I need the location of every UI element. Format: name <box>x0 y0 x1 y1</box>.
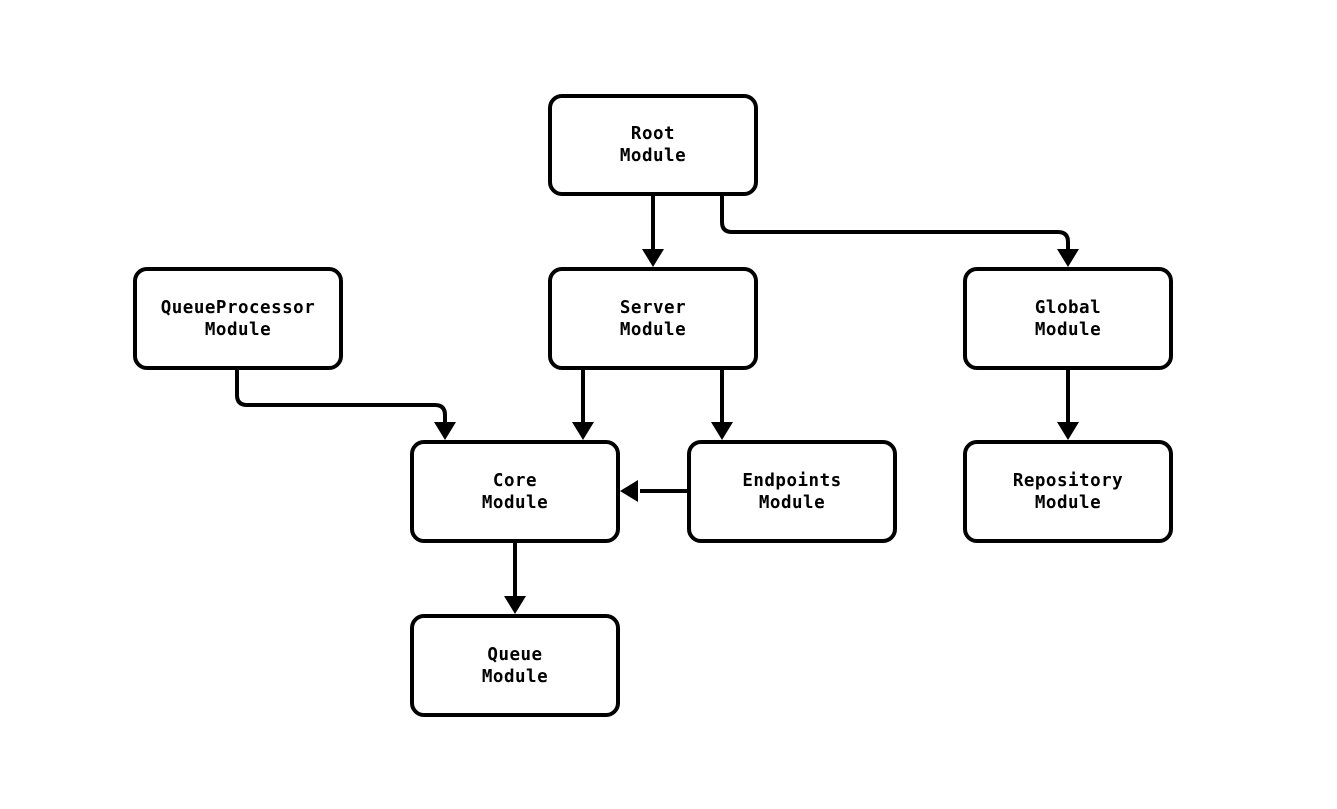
node-label-primary: Server <box>619 297 687 318</box>
arrowhead-icon <box>711 422 733 440</box>
arrowhead-icon <box>620 480 638 502</box>
edges-group <box>235 196 1079 614</box>
node-label-secondary: Module <box>481 666 549 687</box>
node-label-primary: QueueProcessor <box>160 297 316 318</box>
edge-server-core <box>572 370 594 440</box>
node-label-secondary: Module <box>619 146 687 166</box>
node-label-secondary: Module <box>758 492 826 513</box>
arrowhead-icon <box>1057 422 1079 440</box>
arrowhead-icon <box>504 596 526 614</box>
node-label-secondary: Module <box>619 319 687 340</box>
edge-queueprocessor-core <box>235 370 456 440</box>
edge-line <box>720 196 1070 249</box>
node-label-secondary: Module <box>1034 492 1102 513</box>
arrowhead-icon <box>1057 249 1079 267</box>
node-label-primary: Global <box>1034 297 1102 318</box>
arrowhead-icon <box>642 249 664 267</box>
edge-global-repository <box>1057 370 1079 440</box>
node-label-secondary: Module <box>1034 319 1102 340</box>
node-label-secondary: Module <box>204 319 272 340</box>
node-label-primary: Queue <box>487 644 543 665</box>
arrowhead-icon <box>572 422 594 440</box>
edge-endpoints-core <box>620 480 687 502</box>
edge-line <box>235 370 447 422</box>
node-label-secondary: Module <box>481 492 549 513</box>
edge-root-server <box>642 196 664 267</box>
edge-core-queue <box>504 543 526 614</box>
node-label-primary: Core <box>492 470 538 491</box>
node-label-primary: Root <box>630 124 676 144</box>
arrowhead-icon <box>434 422 456 440</box>
edge-server-endpoints <box>711 370 733 440</box>
node-label-primary: Repository <box>1012 470 1124 491</box>
edge-root-global <box>720 196 1079 267</box>
node-label-primary: Endpoints <box>742 470 842 491</box>
